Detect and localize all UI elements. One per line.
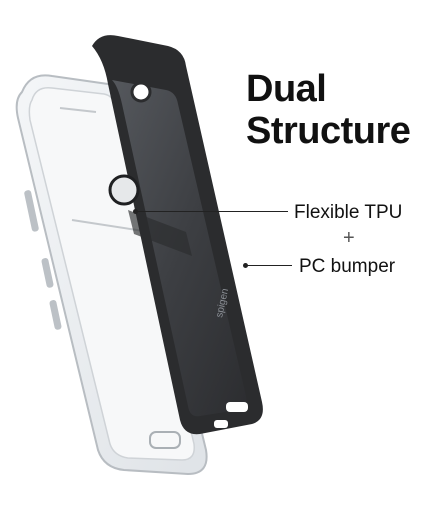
clear-tpu-case xyxy=(15,74,208,476)
tpu-pointer-dot xyxy=(133,209,138,214)
pc-bumper: spigen xyxy=(92,35,263,435)
pc-pointer-dot xyxy=(243,263,248,268)
pc-leader-line xyxy=(246,265,292,266)
plus-sign: + xyxy=(343,227,355,249)
headline-line1: Dual xyxy=(246,68,327,110)
tpu-leader-line xyxy=(136,211,288,212)
flexible-tpu-label: Flexible TPU xyxy=(294,202,403,223)
pc-bumper-label: PC bumper xyxy=(299,256,396,277)
headline-line2: Structure xyxy=(246,110,411,152)
